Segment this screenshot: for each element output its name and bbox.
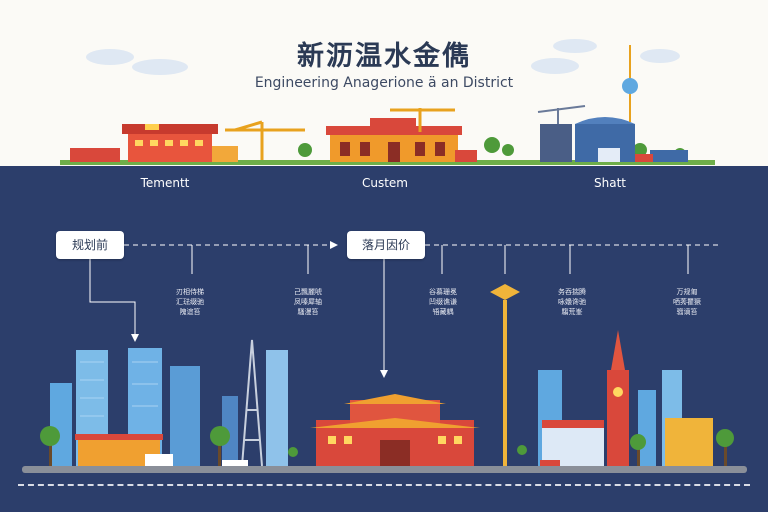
tower-building — [170, 366, 200, 468]
label-box-after: 落月因价 — [347, 231, 425, 259]
grass-strip — [60, 160, 715, 165]
lattice-tower — [241, 339, 263, 467]
crane-icon — [225, 120, 305, 160]
label-box-before: 规划前 — [56, 231, 124, 259]
zone-label-left: Tementt — [140, 176, 190, 190]
note-2: 己飄麗唬凤嗪犀轴騷漫笞 — [294, 288, 322, 316]
crane-icon — [390, 108, 455, 132]
yellow-building — [665, 418, 713, 468]
tree-icon — [40, 426, 734, 466]
note-5: 万规匍哂莠瞿獗骝谪笞 — [673, 288, 701, 316]
car-icon — [540, 460, 560, 468]
cloud-icon — [86, 39, 680, 75]
car-icon — [222, 460, 248, 468]
small-house — [70, 148, 120, 162]
note-3: 谷慕珊冕凹缀谯谦啎藏耦 — [429, 288, 457, 316]
arrow-right-icon — [330, 241, 338, 249]
zone-label-center: Custem — [361, 176, 408, 190]
top-skyline-illustration — [60, 39, 715, 165]
bus-icon — [145, 454, 173, 466]
tower-building — [50, 383, 72, 468]
red-tower — [607, 370, 629, 468]
lamp-icon — [490, 284, 520, 300]
crane-icon — [537, 105, 586, 124]
dashed-baseline — [18, 484, 750, 486]
note-4: 务吞揣腾咏嬝谗驰騶荒峯 — [558, 288, 586, 316]
gray-building — [540, 124, 572, 162]
zone-label-right: Shatt — [594, 176, 626, 190]
arrow-down-icon — [380, 370, 388, 378]
tower-sphere — [622, 78, 638, 94]
arrow-down-icon — [131, 334, 139, 342]
note-1: 刃相侍梯汇琺缀驰隗谊笞 — [176, 288, 204, 316]
tower-building — [266, 350, 288, 466]
road — [22, 466, 747, 473]
page-title: 新沥温水金儁 — [297, 41, 471, 72]
page-subtitle: Engineering Anagerione ä an District — [254, 75, 514, 91]
